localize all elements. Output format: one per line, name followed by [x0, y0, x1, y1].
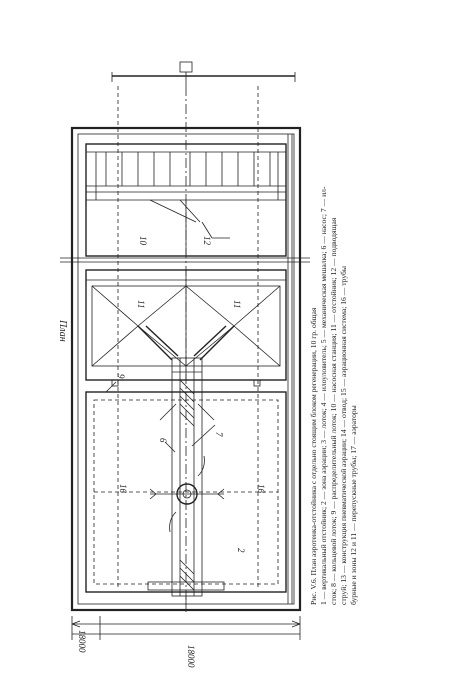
settling-hoppers	[85, 269, 287, 387]
figure-caption: Рис. V.6. План аэротенка-отстойника с от…	[309, 186, 358, 605]
caption-line-2: 1 — вертикальный отстойник; 2 — зона аэр…	[319, 186, 328, 605]
caption-line-3: сток; 8 — кольцевой лоток; 9 — распредел…	[329, 217, 338, 605]
dimension-outer-label: 18000	[186, 645, 196, 668]
drawing-labels: 2 6 7 9 10 11 11 12 16 16 План 18000 180…	[57, 236, 266, 668]
caption-line-5: бурные и зоны 12 и 11 — перепускные труб…	[349, 405, 358, 605]
dimension-label: 18000	[77, 630, 87, 653]
label-11-left: 11	[136, 300, 146, 308]
leader-lines	[105, 221, 230, 453]
label-12: 12	[202, 236, 212, 246]
label-11-right: 11	[232, 300, 242, 308]
dimension-lines	[71, 616, 301, 640]
label-9: 9	[116, 374, 126, 379]
label-16-right: 16	[256, 484, 266, 494]
side-pipe	[287, 134, 293, 604]
label-2: 2	[236, 548, 246, 553]
label-6: 6	[158, 438, 168, 443]
caption-line-1: Рис. V.6. План аэротенка-отстойника с от…	[309, 307, 318, 605]
label-16-left: 16	[118, 484, 128, 494]
label-10: 10	[138, 236, 148, 246]
caption-line-4: струй; 13 — конструкция пневматической а…	[339, 266, 348, 605]
label-7: 7	[214, 432, 224, 437]
aeration-zone	[85, 357, 287, 612]
regeneration-block	[85, 143, 287, 257]
plan-title: План	[57, 319, 68, 342]
